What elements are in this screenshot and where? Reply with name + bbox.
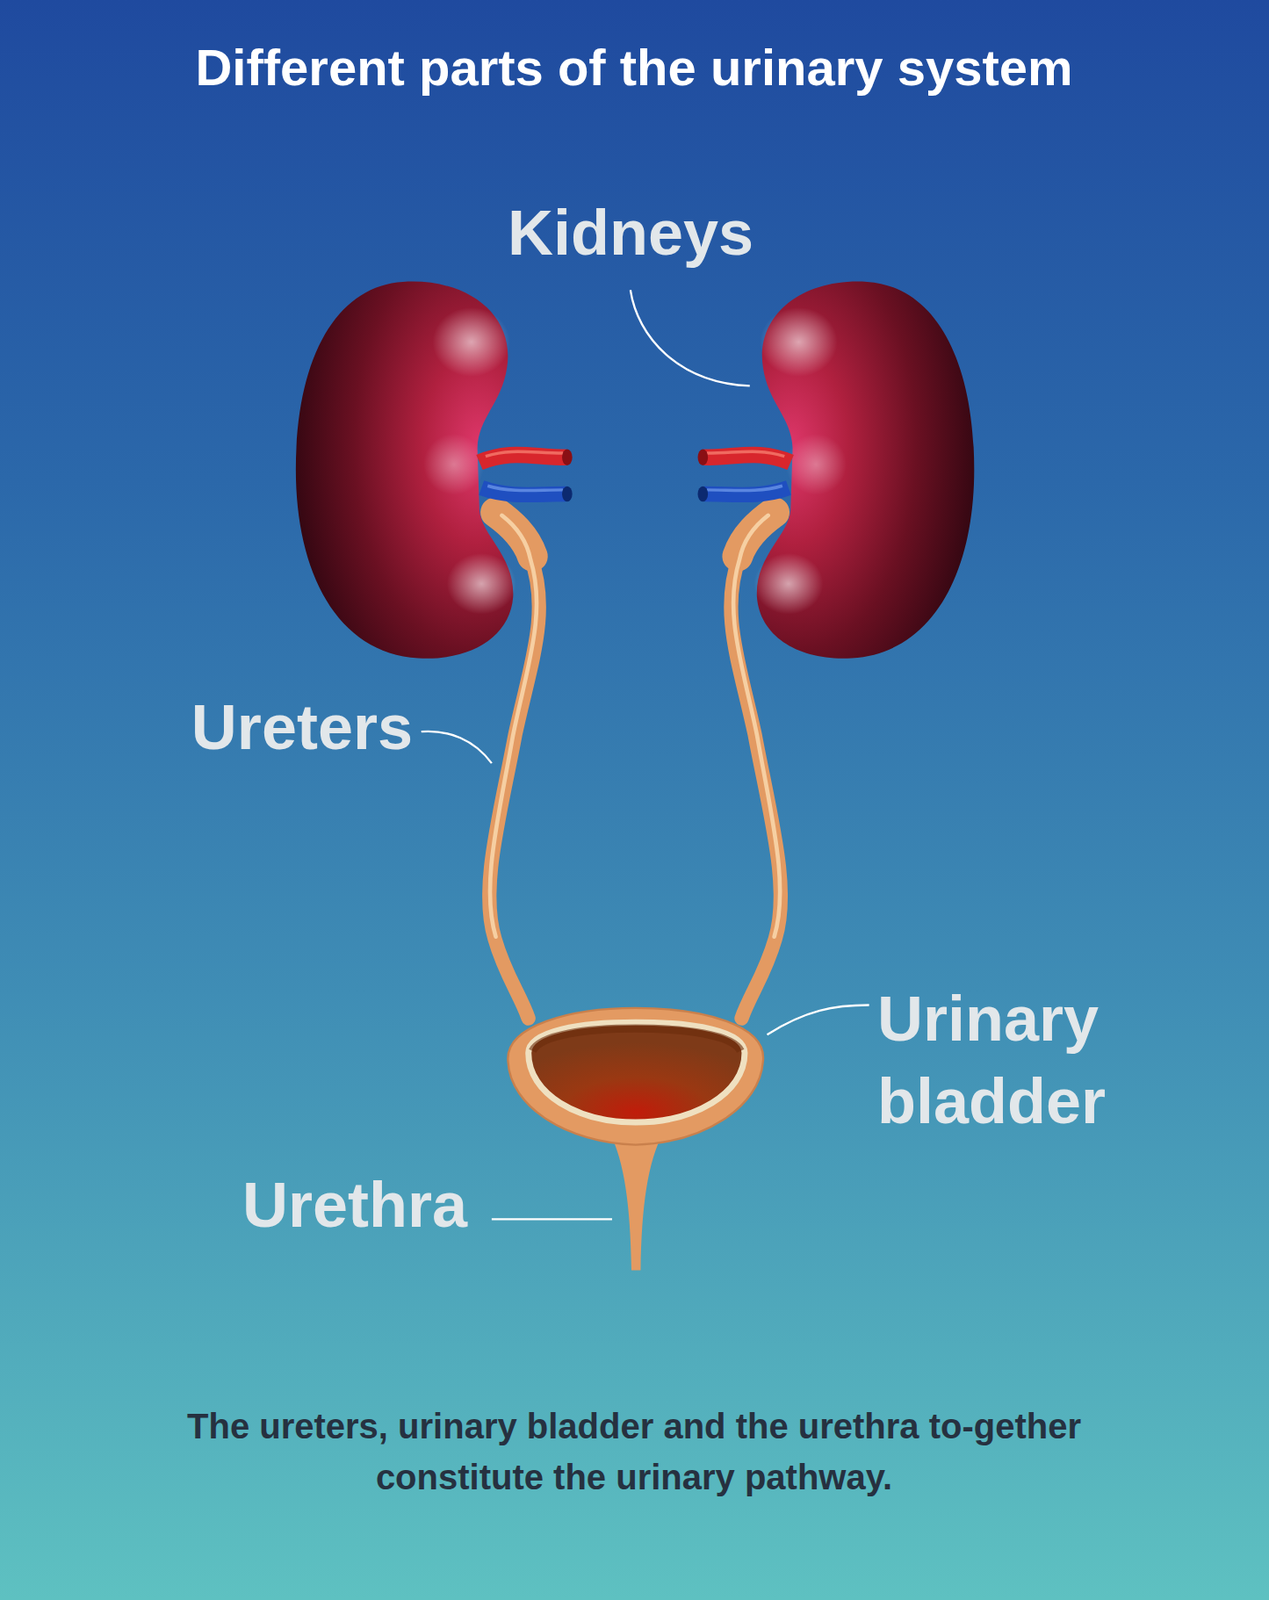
leader-line — [630, 289, 750, 386]
label-slot: Urinary bladder — [877, 977, 1168, 1143]
vein-end — [562, 486, 573, 502]
title-slot: Different parts of the urinary system — [194, 36, 1073, 99]
leader-line — [767, 1004, 870, 1035]
bladder-interior — [528, 1022, 745, 1123]
leader-line — [491, 1218, 613, 1220]
title: Different parts of the urinary system — [194, 36, 1073, 99]
part-label: Kidneys — [507, 191, 754, 274]
kidney-with-ureter — [295, 281, 573, 1019]
kidney-highlight — [447, 553, 517, 615]
urinary-bladder — [507, 1008, 764, 1146]
label-slot: Kidneys — [507, 191, 754, 274]
part-label: Ureters — [191, 685, 413, 769]
artery-highlight — [485, 451, 563, 456]
leader-line — [421, 731, 492, 764]
urethra — [610, 1132, 664, 1271]
part-label: Urinary bladder — [877, 977, 1168, 1143]
bladder-rim — [532, 1028, 741, 1052]
kidney-with-ureter — [698, 281, 975, 1019]
label-slot: Urethra — [242, 1163, 468, 1247]
caption: The ureters, urinary bladder and the ure… — [98, 1400, 1170, 1503]
part-label: Urethra — [242, 1163, 468, 1247]
vein-highlight — [487, 485, 563, 491]
label-slot: Ureters — [191, 685, 413, 769]
artery-end — [562, 448, 573, 466]
kidney-highlight — [432, 307, 511, 377]
kidney-highlight — [423, 433, 485, 496]
caption-slot: The ureters, urinary bladder and the ure… — [98, 1400, 1170, 1503]
